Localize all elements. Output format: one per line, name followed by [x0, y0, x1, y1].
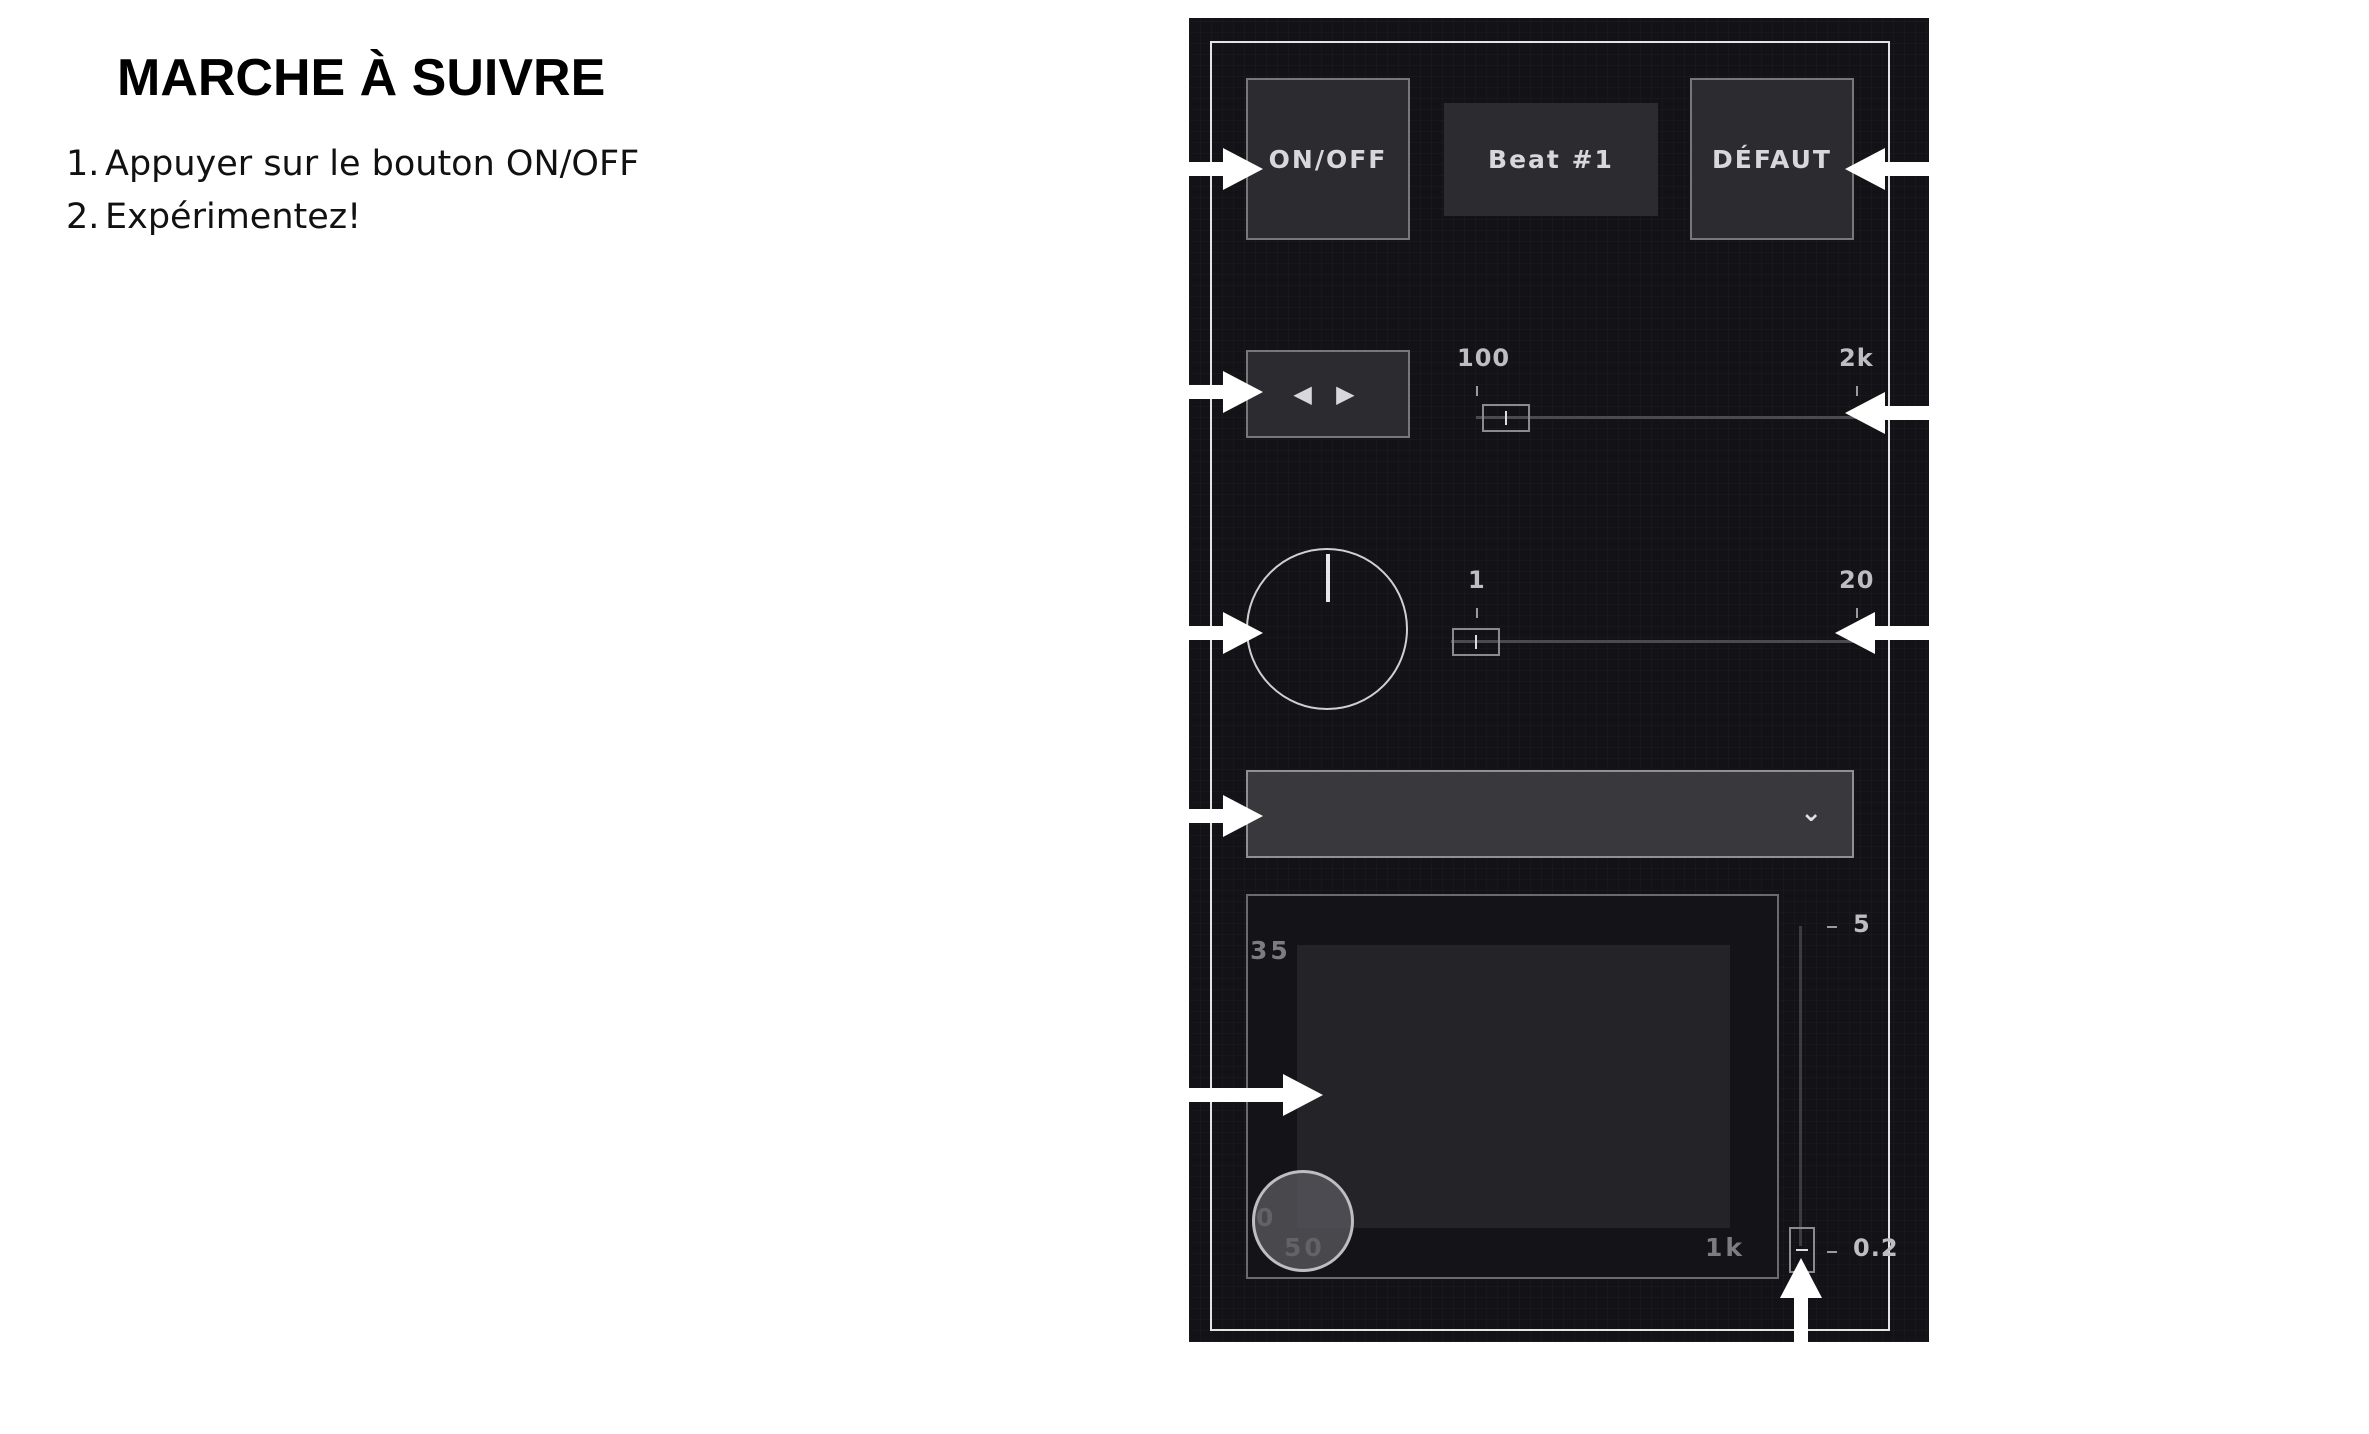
panel-frame — [1210, 41, 1890, 1331]
slider1-max-label: 2k — [1839, 344, 1874, 372]
direction-toggle-button[interactable]: ◀ ▶ — [1246, 350, 1410, 438]
arrow-left-icon — [1845, 392, 1929, 434]
arrow-right-icon — [1189, 371, 1263, 413]
xy-pad-handle[interactable] — [1252, 1170, 1354, 1272]
slider2-max-tick — [1856, 608, 1858, 618]
instructions-list: 1.Appuyer sur le bouton ON/OFF 2.Expérim… — [66, 138, 639, 244]
slider2-track[interactable] — [1451, 640, 1856, 643]
synth-panel: ON/OFF Beat #1 DÉFAUT ◀ ▶ 100 2k 1 20 ⌄ … — [1189, 18, 1929, 1342]
instructions-title: MARCHE À SUIVRE — [117, 49, 606, 107]
vertical-slider-max-label: 5 — [1853, 910, 1871, 938]
xy-pad[interactable]: 35 0 50 1k — [1246, 894, 1779, 1279]
chevron-down-icon: ⌄ — [1800, 798, 1822, 828]
step-text: Appuyer sur le bouton ON/OFF — [105, 144, 640, 184]
xy-pad-x-max-label: 1k — [1705, 1233, 1746, 1262]
slider1-track[interactable] — [1476, 416, 1856, 419]
step-number: 2. — [66, 197, 100, 237]
slider2-max-label: 20 — [1839, 566, 1875, 594]
instruction-step: 1.Appuyer sur le bouton ON/OFF — [66, 138, 639, 191]
arrow-right-icon — [1189, 1074, 1323, 1116]
slider1-min-tick — [1476, 386, 1478, 396]
step-number: 1. — [66, 144, 100, 184]
beat-display: Beat #1 — [1444, 103, 1658, 216]
arrow-left-icon — [1835, 612, 1929, 654]
vertical-slider-track[interactable] — [1799, 926, 1802, 1246]
pattern-dropdown[interactable]: ⌄ — [1246, 770, 1854, 858]
rotary-knob[interactable] — [1246, 548, 1408, 710]
on-off-button[interactable]: ON/OFF — [1246, 78, 1410, 240]
default-button[interactable]: DÉFAUT — [1690, 78, 1854, 240]
slider1-max-tick — [1856, 386, 1858, 396]
arrow-left-icon — [1845, 148, 1929, 190]
vertical-slider-bottom-tick — [1827, 1251, 1837, 1253]
arrow-right-icon — [1189, 612, 1263, 654]
vertical-slider-top-tick — [1827, 926, 1837, 928]
xy-pad-area — [1297, 945, 1730, 1228]
vertical-slider-min-label: 0.2 — [1853, 1234, 1899, 1262]
step-text: Expérimentez! — [105, 197, 362, 237]
slider2-min-tick — [1476, 608, 1478, 618]
instruction-step: 2.Expérimentez! — [66, 191, 639, 244]
slider2-min-label: 1 — [1468, 566, 1486, 594]
slider1-min-label: 100 — [1457, 344, 1511, 372]
arrow-right-icon — [1189, 148, 1263, 190]
slider2-thumb[interactable] — [1452, 628, 1500, 656]
slider1-thumb[interactable] — [1482, 404, 1530, 432]
knob-pointer — [1326, 554, 1330, 602]
arrow-up-icon — [1780, 1258, 1822, 1342]
arrow-right-icon — [1189, 795, 1263, 837]
xy-pad-y-max-label: 35 — [1250, 936, 1291, 965]
